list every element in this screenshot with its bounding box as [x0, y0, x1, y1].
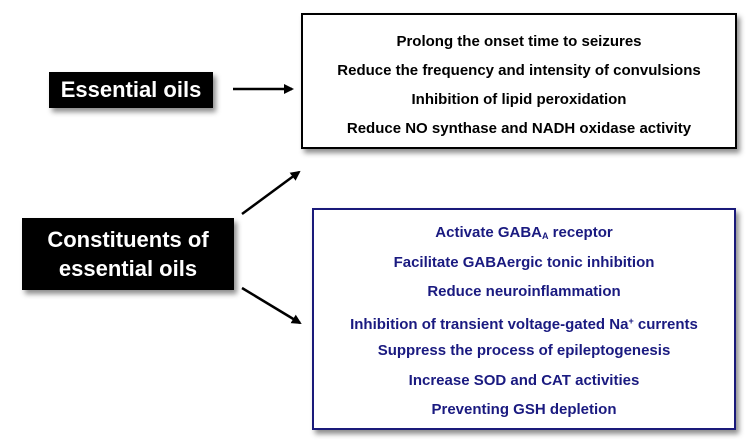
- sodium-text: Inhibition of transient voltage-gated Na: [350, 315, 629, 333]
- effect-item-gaba: Activate GABAA receptor: [314, 218, 734, 248]
- constituents-label-line2: essential oils: [58, 256, 198, 281]
- effect-item: Reduce NO synthase and NADH oxidase acti…: [346, 120, 692, 137]
- essential-oil-effects-box: Prolong the onset time to seizures Reduc…: [301, 13, 737, 149]
- gaba-suffix: receptor: [548, 224, 613, 241]
- sodium-suffix: currents: [633, 315, 698, 333]
- effect-item: Prolong the onset time to seizures: [396, 33, 642, 50]
- effect-item: Facilitate GABAergic tonic inhibition: [393, 253, 655, 271]
- effect-item: Preventing GSH depletion: [431, 401, 617, 418]
- gaba-text: Activate GABA: [435, 224, 542, 241]
- constituent-effects-box: Activate GABAA receptor Facilitate GABAe…: [312, 208, 736, 430]
- effect-item-sodium: Inhibition of transient voltage-gated Na…: [314, 307, 734, 337]
- gaba-subscript: A: [542, 231, 549, 241]
- sodium-superscript: +: [628, 315, 634, 326]
- constituents-label-line1: Constituents of: [47, 227, 209, 252]
- effect-item: Inhibition of lipid peroxidation: [411, 91, 627, 108]
- essential-oils-label: Essential oils: [49, 72, 213, 108]
- effect-item: Increase SOD and CAT activities: [408, 371, 640, 389]
- effect-item: Reduce neuroinflammation: [427, 283, 621, 300]
- constituents-label: Constituents of essential oils: [22, 218, 234, 290]
- arrow-constituents-to-bottom-effects: [241, 286, 302, 325]
- effect-item: Suppress the process of epileptogenesis: [377, 342, 671, 359]
- effect-item: Reduce the frequency and intensity of co…: [337, 62, 701, 79]
- arrow-constituents-to-top-effects: [241, 170, 301, 216]
